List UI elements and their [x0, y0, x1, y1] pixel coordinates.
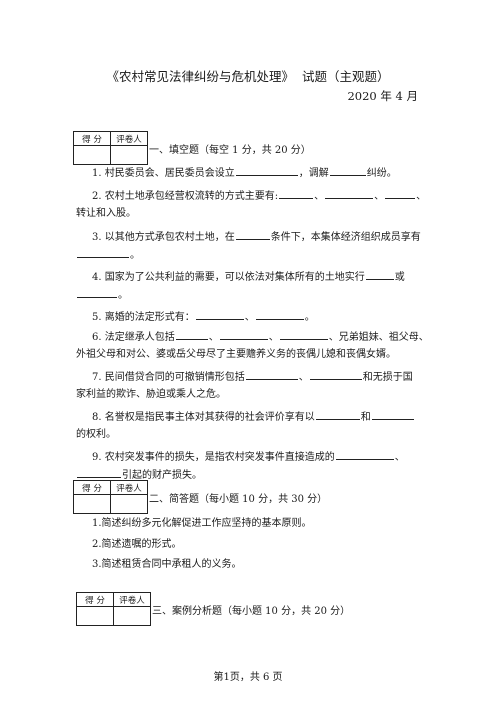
question-7-cont: 家利益的欺诈、胁迫或乘人之危。: [76, 389, 226, 400]
score-label: 得 分: [73, 131, 111, 146]
question-9-cont: 引起的财产损失。: [76, 468, 202, 483]
question-8-cont: 的权利。: [76, 429, 116, 440]
grader-cell: [110, 145, 148, 165]
score-label: 得 分: [73, 480, 111, 495]
grader-label: 评卷人: [113, 592, 151, 607]
grader-cell: [113, 606, 151, 626]
short-answer-3: 3.简述租赁合同中承租人的义务。: [92, 559, 242, 570]
short-answer-2: 2.简述遗嘱的形式。: [92, 539, 182, 550]
score-box: 得 分评卷人: [76, 592, 151, 626]
question-4: 4. 国家为了公共利益的需要，可以依法对集体所有的土地实行或: [92, 272, 405, 283]
question-3: 3. 以其他方式承包农村土地，在条件下，本集体经济组织成员享有: [92, 232, 421, 243]
score-box: 得 分评卷人: [73, 131, 148, 165]
score-box: 得 分评卷人: [73, 480, 148, 514]
section-heading-short-answer: 二、简答题（每小题 10 分，共 30 分）: [149, 494, 328, 505]
score-cell: [73, 494, 111, 514]
question-5: 5. 离婚的法定形式有：、。: [92, 312, 315, 323]
question-6-cont: 外祖父母和对公、婆或岳父母尽了主要赡养义务的丧偶儿媳和丧偶女婿。: [76, 349, 396, 360]
question-9: 9. 农村突发事件的损失，是指农村突发事件直接造成的、: [92, 452, 405, 463]
score-cell: [73, 145, 111, 165]
score-cell: [76, 606, 114, 626]
grader-label: 评卷人: [110, 131, 148, 146]
exam-title: 《农村常见法律纠纷与危机处理》 试题（主观题）: [106, 69, 390, 84]
question-7: 7. 民间借贷合同的可撤销情形包括、和无损于国: [92, 372, 413, 383]
question-1: 1. 村民委员会、居民委员会设立，调解纠纷。: [92, 168, 397, 179]
page-number: 第1页，共 6 页: [213, 672, 283, 683]
short-answer-1: 1.简述纠纷多元化解促进工作应坚持的基本原则。: [92, 518, 312, 529]
grader-cell: [110, 494, 148, 514]
exam-date: 2020 年 4 月: [347, 89, 418, 103]
question-8: 8. 名誉权是指民事主体对其获得的社会评价享有以和: [92, 410, 415, 425]
question-2: 2. 农村土地承包经营权流转的方式主要有:、、、: [92, 191, 427, 202]
question-3-cont: 。: [76, 248, 140, 263]
question-4-cont: 。: [76, 288, 128, 303]
question-6: 6. 法定继承人包括、、、兄弟姐妹、祖父母、: [92, 332, 429, 343]
score-label: 得 分: [76, 592, 114, 607]
question-2-cont: 转让和入股。: [76, 208, 136, 219]
section-heading-fill-blank: 一、填空题（每空 1 分，共 20 分）: [149, 145, 311, 156]
grader-label: 评卷人: [110, 480, 148, 495]
section-heading-case-analysis: 三、案例分析题（每小题 10 分，共 20 分）: [152, 606, 351, 617]
